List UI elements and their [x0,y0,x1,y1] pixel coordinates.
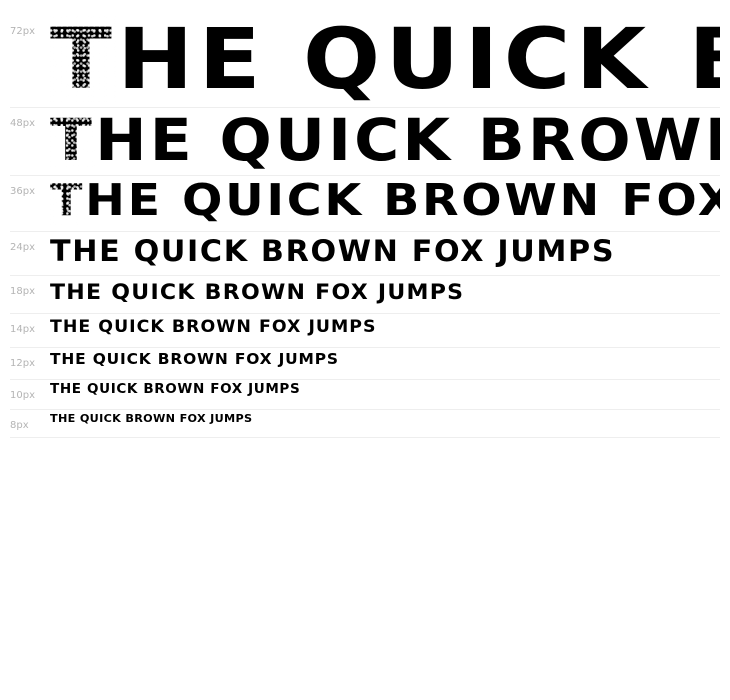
grunge-first-letter: T [50,107,96,174]
sample-text: THE QUICK BROWN FOX JUMPS [50,177,720,225]
size-label: 12px [10,358,35,369]
size-label: 48px [10,118,35,129]
sample-text-rest: HE QUICK BROWN FOX JUMPS [95,107,720,174]
size-label: 36px [10,186,35,197]
size-label: 72px [10,26,35,37]
sample-text: THE QUICK BROWN FOX JUMPS [50,234,616,268]
sample-text: THE QUICK BROWN FOX JUMPS [50,14,720,104]
sample-text: THE QUICK BROWN FOX JUMPS [50,317,377,337]
preview-row-24: 24px THE QUICK BROWN FOX JUMPS [10,231,720,276]
sample-text: THE QUICK BROWN FOX JUMPS [50,109,720,171]
sample-text-rest: HE QUICK BROWN FOX JUMPS [85,175,720,226]
sample-text: THE QUICK BROWN FOX JUMPS [50,280,465,304]
preview-row-8: 8px THE QUICK BROWN FOX JUMPS [10,409,720,438]
size-label: 14px [10,324,35,335]
sample-text: THE QUICK BROWN FOX JUMPS [50,382,301,397]
grunge-first-letter: T [50,175,86,226]
preview-row-48: 48px THE QUICK BROWN FOX JUMPS [10,107,720,176]
preview-row-18: 18px THE QUICK BROWN FOX JUMPS [10,275,720,314]
preview-row-10: 10px THE QUICK BROWN FOX JUMPS [10,379,720,410]
preview-row-14: 14px THE QUICK BROWN FOX JUMPS [10,313,720,348]
sample-text: THE QUICK BROWN FOX JUMPS [50,350,339,368]
size-label: 10px [10,390,35,401]
sample-text: THE QUICK BROWN FOX JUMPS [50,412,253,425]
preview-row-12: 12px THE QUICK BROWN FOX JUMPS [10,347,720,380]
grunge-first-letter: T [50,12,118,108]
preview-row-36: 36px THE QUICK BROWN FOX JUMPS [10,175,720,232]
size-label: 18px [10,286,35,297]
sample-text-rest: HE QUICK BROWN FOX JUMPS [117,12,720,108]
size-label: 24px [10,242,35,253]
preview-row-72: 72px THE QUICK BROWN FOX JUMPS [10,12,720,108]
size-label: 8px [10,420,29,431]
